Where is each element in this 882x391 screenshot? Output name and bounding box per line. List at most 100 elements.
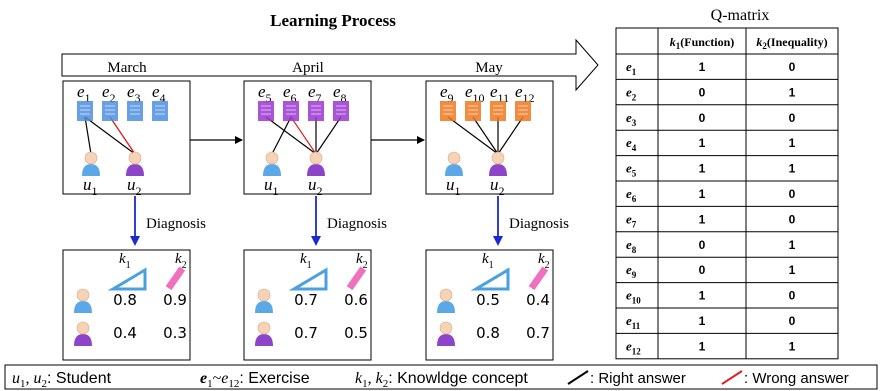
response-line-right xyxy=(472,116,499,155)
set-square-icon xyxy=(470,267,510,291)
qmatrix-cell-k1: 1 xyxy=(699,212,706,226)
student-label-u2: u2 xyxy=(308,175,323,198)
legend-right: : Right answer xyxy=(590,370,686,387)
diagnosis-label: Diagnosis xyxy=(146,216,206,232)
qmatrix-row-label: e11 xyxy=(626,313,641,331)
response-line-right xyxy=(315,116,342,155)
score-u1-k1: 0.7 xyxy=(294,291,318,309)
concept-label-k1: k1 xyxy=(300,251,312,271)
month-label-april: April xyxy=(292,60,324,76)
student-label-u1: u1 xyxy=(83,175,98,198)
set-square-icon xyxy=(288,267,328,291)
qmatrix-cell-k1: 1 xyxy=(699,162,706,176)
response-line-wrong xyxy=(290,116,317,155)
student-icon-u1 xyxy=(74,288,92,313)
score-u2-k1: 0.7 xyxy=(294,324,318,342)
diagram-title: Learning Process xyxy=(270,11,396,30)
set-square-icon xyxy=(107,267,147,291)
qmatrix-row-label: e5 xyxy=(626,161,637,179)
qmatrix-title: Q-matrix xyxy=(711,7,770,24)
legend-concepts: k1, k2: Knowldge concept xyxy=(355,370,528,390)
concept-label-k1: k1 xyxy=(482,251,494,271)
legend-students: u1, u2: Student xyxy=(12,370,112,390)
response-line-wrong xyxy=(109,116,136,155)
student-icon-u2 xyxy=(307,151,325,176)
score-u2-k1: 0.8 xyxy=(476,324,500,342)
qmatrix-row-label: e2 xyxy=(626,84,637,102)
qmatrix-row-label: e9 xyxy=(626,262,637,280)
legend-wrong: : Wrong answer xyxy=(744,370,849,387)
score-u1-k2: 0.4 xyxy=(526,291,550,309)
qmatrix-cell-k1: 1 xyxy=(699,136,706,150)
concept-label-k1: k1 xyxy=(119,251,131,271)
student-label-u1: u1 xyxy=(446,175,461,198)
student-icon-u1 xyxy=(82,151,100,176)
concept-label-k2: k2 xyxy=(538,251,550,271)
table-row: e2 0 1 xyxy=(626,84,796,102)
qmatrix-cell-k2: 1 xyxy=(789,238,796,252)
qmatrix-cell-k2: 0 xyxy=(789,314,796,328)
student-icon-u2 xyxy=(255,321,273,346)
qmatrix-cell-k1: 0 xyxy=(699,111,706,125)
exercise-icon-e8 xyxy=(333,101,349,121)
response-line-right xyxy=(447,116,499,155)
score-u2-k2: 0.5 xyxy=(344,324,368,342)
qmatrix-table xyxy=(615,27,839,360)
response-line-right xyxy=(84,116,136,155)
student-icon-u2 xyxy=(126,151,144,176)
exercise-label-e6: e6 xyxy=(283,82,297,105)
exercise-label-e7: e7 xyxy=(308,82,322,105)
exercise-label-e4: e4 xyxy=(152,82,166,105)
qmatrix-cell-k1: 0 xyxy=(699,238,706,252)
exercise-label-e11: e11 xyxy=(490,82,509,105)
student-label-u2: u2 xyxy=(127,175,142,198)
concept-label-k2: k2 xyxy=(175,251,187,271)
qmatrix-cell-k1: 0 xyxy=(699,85,706,99)
ruler-icon xyxy=(346,266,367,291)
response-line-right xyxy=(497,116,524,155)
diagnosis-label: Diagnosis xyxy=(327,216,387,232)
score-u2-k2: 0.3 xyxy=(163,324,187,342)
exercise-label-e1: e1 xyxy=(77,82,91,105)
response-line-right xyxy=(271,116,292,155)
qmatrix-cell-k2: 0 xyxy=(789,60,796,74)
qmatrix-row-label: e3 xyxy=(626,110,637,128)
student-icon-u1 xyxy=(437,288,455,313)
exercise-label-e3: e3 xyxy=(127,82,141,105)
legend-wrong-line xyxy=(721,370,743,385)
exercise-icon-e6 xyxy=(283,101,299,121)
exercise-label-e8: e8 xyxy=(333,82,347,105)
diagnosis-label: Diagnosis xyxy=(509,216,569,232)
exercise-label-e2: e2 xyxy=(102,82,116,105)
score-u2-k2: 0.7 xyxy=(526,324,550,342)
exercise-label-e9: e9 xyxy=(440,82,454,105)
student-icon-u1 xyxy=(255,288,273,313)
qmatrix-cell-k1: 0 xyxy=(699,263,706,277)
response-line-right xyxy=(84,116,92,155)
exercise-icon-e12 xyxy=(515,101,531,121)
qmatrix-cell-k1: 1 xyxy=(699,289,706,303)
month-label-march: March xyxy=(107,60,147,76)
qmatrix-header-k1: k1(Function) xyxy=(670,35,735,51)
student-icon-u1 xyxy=(445,151,463,176)
student-label-u2: u2 xyxy=(490,175,505,198)
ruler-icon xyxy=(165,266,186,291)
score-u2-k1: 0.4 xyxy=(113,324,137,342)
qmatrix-cell-k2: 1 xyxy=(789,85,796,99)
qmatrix-row-label: e6 xyxy=(626,186,637,204)
qmatrix-cell-k2: 1 xyxy=(789,263,796,277)
qmatrix-cell-k2: 0 xyxy=(789,111,796,125)
qmatrix-row-label: e12 xyxy=(626,338,641,356)
exercise-icon-e10 xyxy=(465,101,481,121)
legend-right-line xyxy=(567,370,589,385)
score-u1-k2: 0.6 xyxy=(344,291,368,309)
exercise-icon-e5 xyxy=(258,101,274,121)
